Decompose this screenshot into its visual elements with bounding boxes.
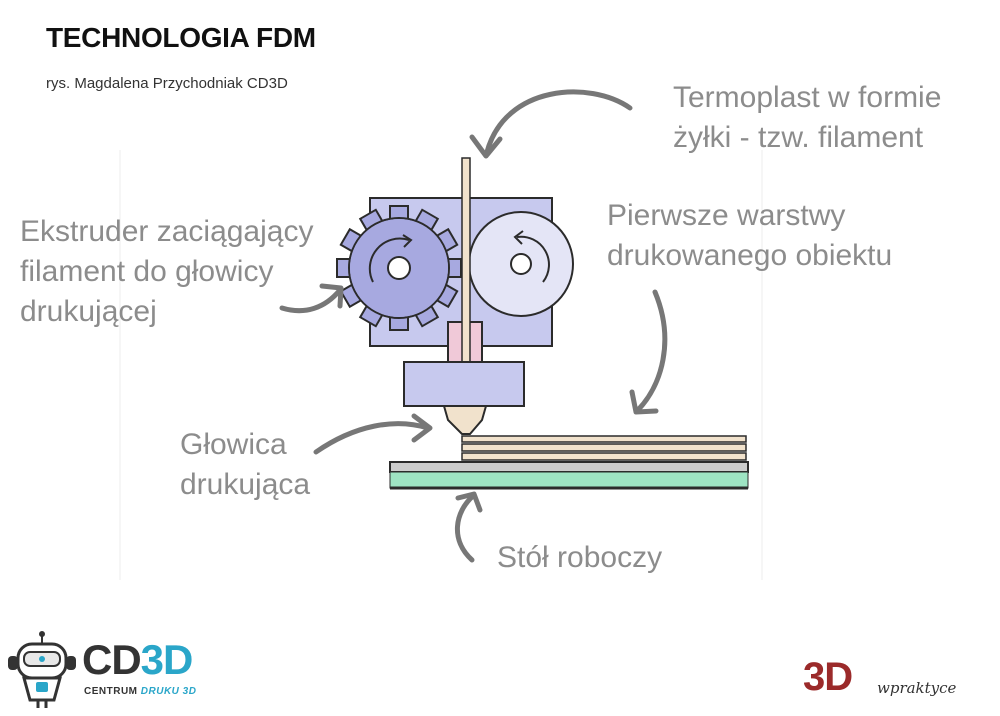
drive-gear [336, 205, 462, 331]
arrow-head [313, 421, 431, 455]
arrow-bed [455, 493, 476, 563]
arrow-filament [484, 89, 633, 155]
idler-wheel [468, 211, 574, 317]
nozzle [442, 405, 488, 435]
label-first-layers: Pierwsze warstwy drukowanego obiektu [607, 199, 893, 272]
cd3d-logo: CD3D CENTRUM DRUKU 3D [4, 630, 214, 710]
cd3d-logo-text: CD3D [82, 636, 193, 683]
author-credit: rys. Magdalena Przychodniak CD3D [46, 75, 288, 92]
print-bed [389, 461, 749, 473]
page-title: TECHNOLOGIA FDM [46, 22, 316, 53]
cd3d-logo-subtitle: CENTRUM DRUKU 3D [84, 686, 197, 697]
robot-mascot-icon [8, 631, 76, 708]
label-filament: Termoplast w formie żyłki - tzw. filamen… [673, 81, 942, 154]
printed-layers [461, 435, 747, 461]
arrow-extruder [279, 287, 343, 314]
3d-wpraktyce-logo-sub: wpraktyce [877, 679, 957, 697]
label-print-head: Głowica drukująca [180, 428, 311, 501]
heater-block [403, 361, 525, 407]
arrow-layers [635, 289, 668, 413]
print-bed-surface [389, 471, 749, 489]
3d-wpraktyce-logo: 3D wpraktyce [803, 655, 993, 705]
3d-wpraktyce-logo-main: 3D [803, 655, 853, 699]
label-extruder: Ekstruder zaciągający filament do głowic… [20, 215, 314, 328]
label-print-bed: Stół roboczy [497, 541, 663, 574]
